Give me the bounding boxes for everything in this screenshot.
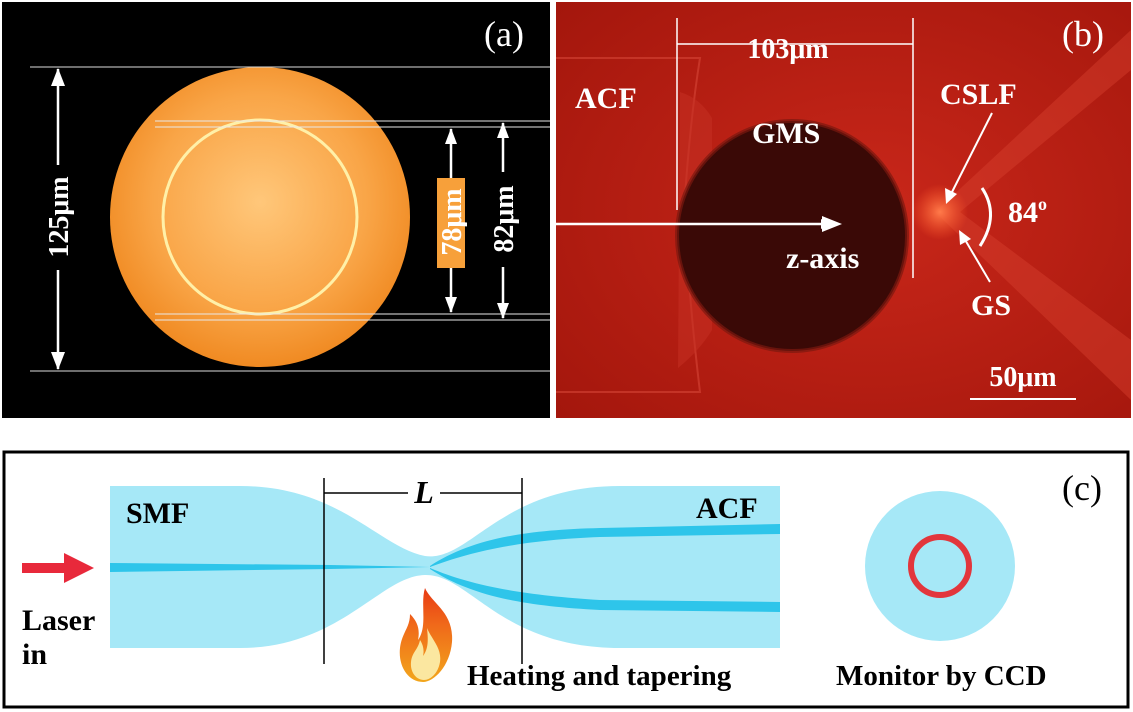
acf-core-lower [430,568,780,612]
panel-label-a: (a) [484,14,524,54]
label-z-axis: z-axis [786,242,859,275]
label-heating: Heating and tapering [467,660,732,692]
dim-label-78: 78μm [437,188,468,255]
label-angle: 84o [1008,194,1047,229]
light-cone [935,30,1131,400]
arrow-head [445,128,457,144]
panel-label-c: (c) [1062,468,1102,508]
label-acf-b: ACF [575,82,637,115]
panel-a: 125μm 78μm 82μm (a) [2,2,610,418]
arrow-head [445,297,457,313]
panel-label-b: (b) [1062,14,1104,54]
cslf-pointer [949,112,993,197]
smf-core [110,563,430,572]
dim-label-82: 82μm [489,185,520,252]
label-monitor: Monitor by CCD [836,660,1047,692]
arrow-head [822,216,842,232]
fiber-cross-section [110,67,410,367]
scale-bar-label: 50μm [989,362,1056,393]
label-smf: SMF [126,497,189,530]
gs-pointer [963,237,991,283]
arrow-head [51,68,65,86]
label-laser-in: Laser in [22,604,102,671]
panel-c: L SMF ACF Laser in Heating and tapering … [2,450,1130,709]
panel-b: 103μm ACF GMS z-axis CSLF GS 84o 50μm (b… [556,2,1131,418]
angle-arc [978,187,992,247]
acf-core-upper [430,524,780,567]
laser-line-1: Laser [22,604,95,637]
dim-label-125: 125μm [44,176,75,257]
label-gms: GMS [752,117,820,150]
label-acf-c: ACF [696,492,758,525]
monitor-ring [908,534,972,598]
taper-length-label: L [413,474,434,510]
arrow-head [945,188,957,204]
monitor-cross-section [865,491,1015,641]
arrow-head [959,230,971,245]
angle-value: 84 [1008,196,1038,229]
angle-unit: o [1038,194,1047,214]
arrow-head [497,303,509,319]
label-cslf: CSLF [940,78,1017,111]
arrow-head [51,352,65,370]
dim-label-103: 103μm [747,34,828,65]
flame-icon [399,588,453,682]
gms-sphere [677,121,907,351]
panel-divider [550,2,556,418]
cslf-glow [912,184,968,240]
label-gs: GS [971,289,1011,322]
laser-line-2: in [22,638,47,671]
arrow-head [497,122,509,138]
arrow-right-icon [22,553,94,583]
gms-sphere-rim [675,119,909,353]
